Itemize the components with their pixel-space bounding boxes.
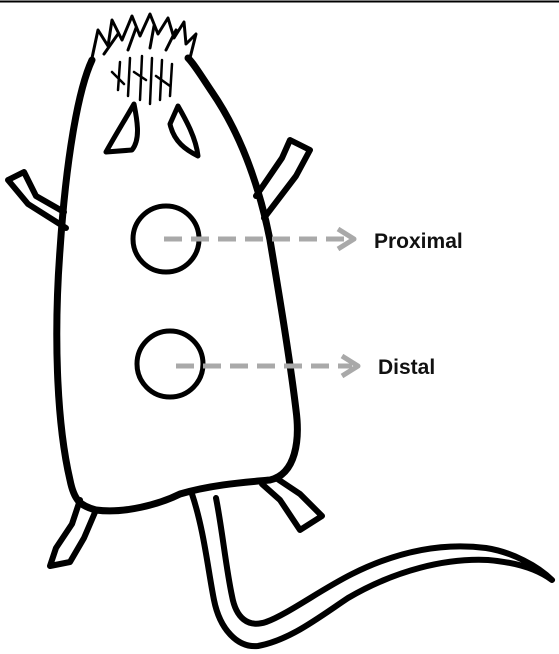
head-shading bbox=[112, 56, 172, 104]
distal-label: Distal bbox=[378, 356, 435, 379]
whiskers bbox=[92, 14, 196, 58]
proximal-label: Proximal bbox=[374, 230, 463, 253]
right-ear bbox=[170, 106, 198, 156]
left-ear bbox=[106, 104, 138, 152]
tail bbox=[192, 494, 552, 646]
left-front-leg bbox=[8, 172, 66, 228]
body-outline bbox=[57, 58, 298, 511]
right-hind-leg bbox=[262, 478, 322, 530]
